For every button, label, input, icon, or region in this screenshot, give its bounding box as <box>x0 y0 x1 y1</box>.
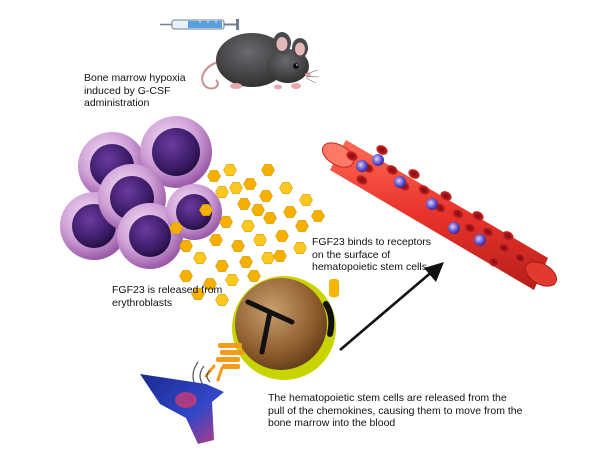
fgf23-particle <box>275 230 289 242</box>
label-line: erythroblasts <box>112 296 173 309</box>
fgf23-particle <box>225 274 239 286</box>
fgf23-particle <box>209 234 223 246</box>
migration-arrow <box>339 262 444 351</box>
fgf23-particle <box>179 240 193 252</box>
syringe-icon <box>160 19 239 30</box>
red-blood-cell <box>386 165 398 175</box>
fgf23-particle <box>223 164 237 176</box>
fgf23-particle <box>247 270 261 282</box>
fgf23-particle <box>229 182 243 194</box>
circulating-stem-cell <box>474 234 486 246</box>
fgf23-particle <box>191 288 205 300</box>
red-blood-cell <box>502 231 514 241</box>
fgf23-particle <box>179 270 193 282</box>
fgf23-particle <box>261 252 275 264</box>
red-blood-cell <box>440 191 452 201</box>
fgf23-particle <box>259 190 273 202</box>
blood-vessel <box>321 140 558 290</box>
fgf23-particle <box>169 222 183 234</box>
fgf23-particle <box>253 234 267 246</box>
stem-cells-in-blood <box>356 154 486 246</box>
red-blood-cell <box>356 175 368 185</box>
red-blood-cell <box>452 209 464 219</box>
fgf23-particle <box>203 278 217 290</box>
fgf23-particle <box>263 212 277 224</box>
fgf23-particle <box>293 242 307 254</box>
hematopoietic-stem-cell <box>204 276 339 382</box>
fgf23-particle <box>243 178 257 190</box>
red-blood-cell <box>346 151 358 161</box>
fgf23-hexagon-particles <box>169 164 325 306</box>
red-blood-cell <box>514 253 526 263</box>
circulating-stem-cell <box>372 154 384 166</box>
red-blood-cell <box>472 211 484 221</box>
circulating-stem-cell <box>356 160 368 172</box>
red-blood-cell <box>488 257 500 267</box>
fgf23-particle <box>237 198 251 210</box>
fgf23-particle <box>215 294 229 306</box>
label-fgf23-released: FGF23 is released from erythroblasts <box>112 284 222 309</box>
label-line: hematopoietic stem cells <box>312 261 427 273</box>
fgf23-particle <box>239 256 253 268</box>
label-line: FGF23 is released from <box>112 284 223 296</box>
erythroblast-cluster <box>60 116 222 269</box>
red-blood-cell <box>482 227 494 237</box>
fgf23-particle <box>219 216 233 228</box>
fgf23-particle <box>261 164 275 176</box>
red-blood-cell <box>418 185 430 195</box>
fgf23-particle <box>215 186 229 198</box>
red-blood-cell <box>498 243 510 253</box>
fgf23-particle <box>311 210 325 222</box>
fgf23-particle <box>207 170 221 182</box>
label-line: administration <box>84 97 150 109</box>
red-blood-cell <box>376 145 388 155</box>
circulating-stem-cell <box>448 222 460 234</box>
fgf23-particle <box>215 260 229 272</box>
circulating-stem-cell <box>426 198 438 210</box>
fgf23-particle <box>193 252 207 264</box>
label-stem-cells-released: The hematopoietic stem cells are release… <box>268 392 522 430</box>
label-line: induced by G-CSF <box>84 84 171 97</box>
label-line: on the surface of <box>312 248 391 261</box>
label-line: The hematopoietic stem cells are release… <box>268 392 507 404</box>
fgf23-particle <box>299 194 313 206</box>
fgf23-particle <box>241 220 255 232</box>
circulating-stem-cell <box>394 176 406 188</box>
red-blood-cell <box>464 223 476 233</box>
red-blood-cell <box>408 169 420 179</box>
fgf23-particle <box>231 240 245 252</box>
fgf23-particle <box>283 206 297 218</box>
label-bone-marrow-hypoxia: Bone marrow hypoxia induced by G-CSF adm… <box>84 72 186 110</box>
fgf23-particle <box>199 204 213 216</box>
label-fgf23-binds-receptors: FGF23 binds to receptors on the surface … <box>312 236 431 274</box>
fgf23-particle <box>295 220 309 232</box>
bone-marrow-stromal-cell <box>140 374 224 444</box>
label-line: Bone marrow hypoxia <box>84 72 186 84</box>
fgf23-particle <box>279 182 293 194</box>
label-line: FGF23 binds to receptors <box>312 236 432 248</box>
label-line: pull of the chemokines, causing them to … <box>268 404 523 417</box>
fgf23-particle <box>273 250 287 262</box>
label-line: bone marrow into the blood <box>268 417 396 429</box>
mouse-icon <box>201 32 320 90</box>
fgf23-particle <box>251 204 265 216</box>
